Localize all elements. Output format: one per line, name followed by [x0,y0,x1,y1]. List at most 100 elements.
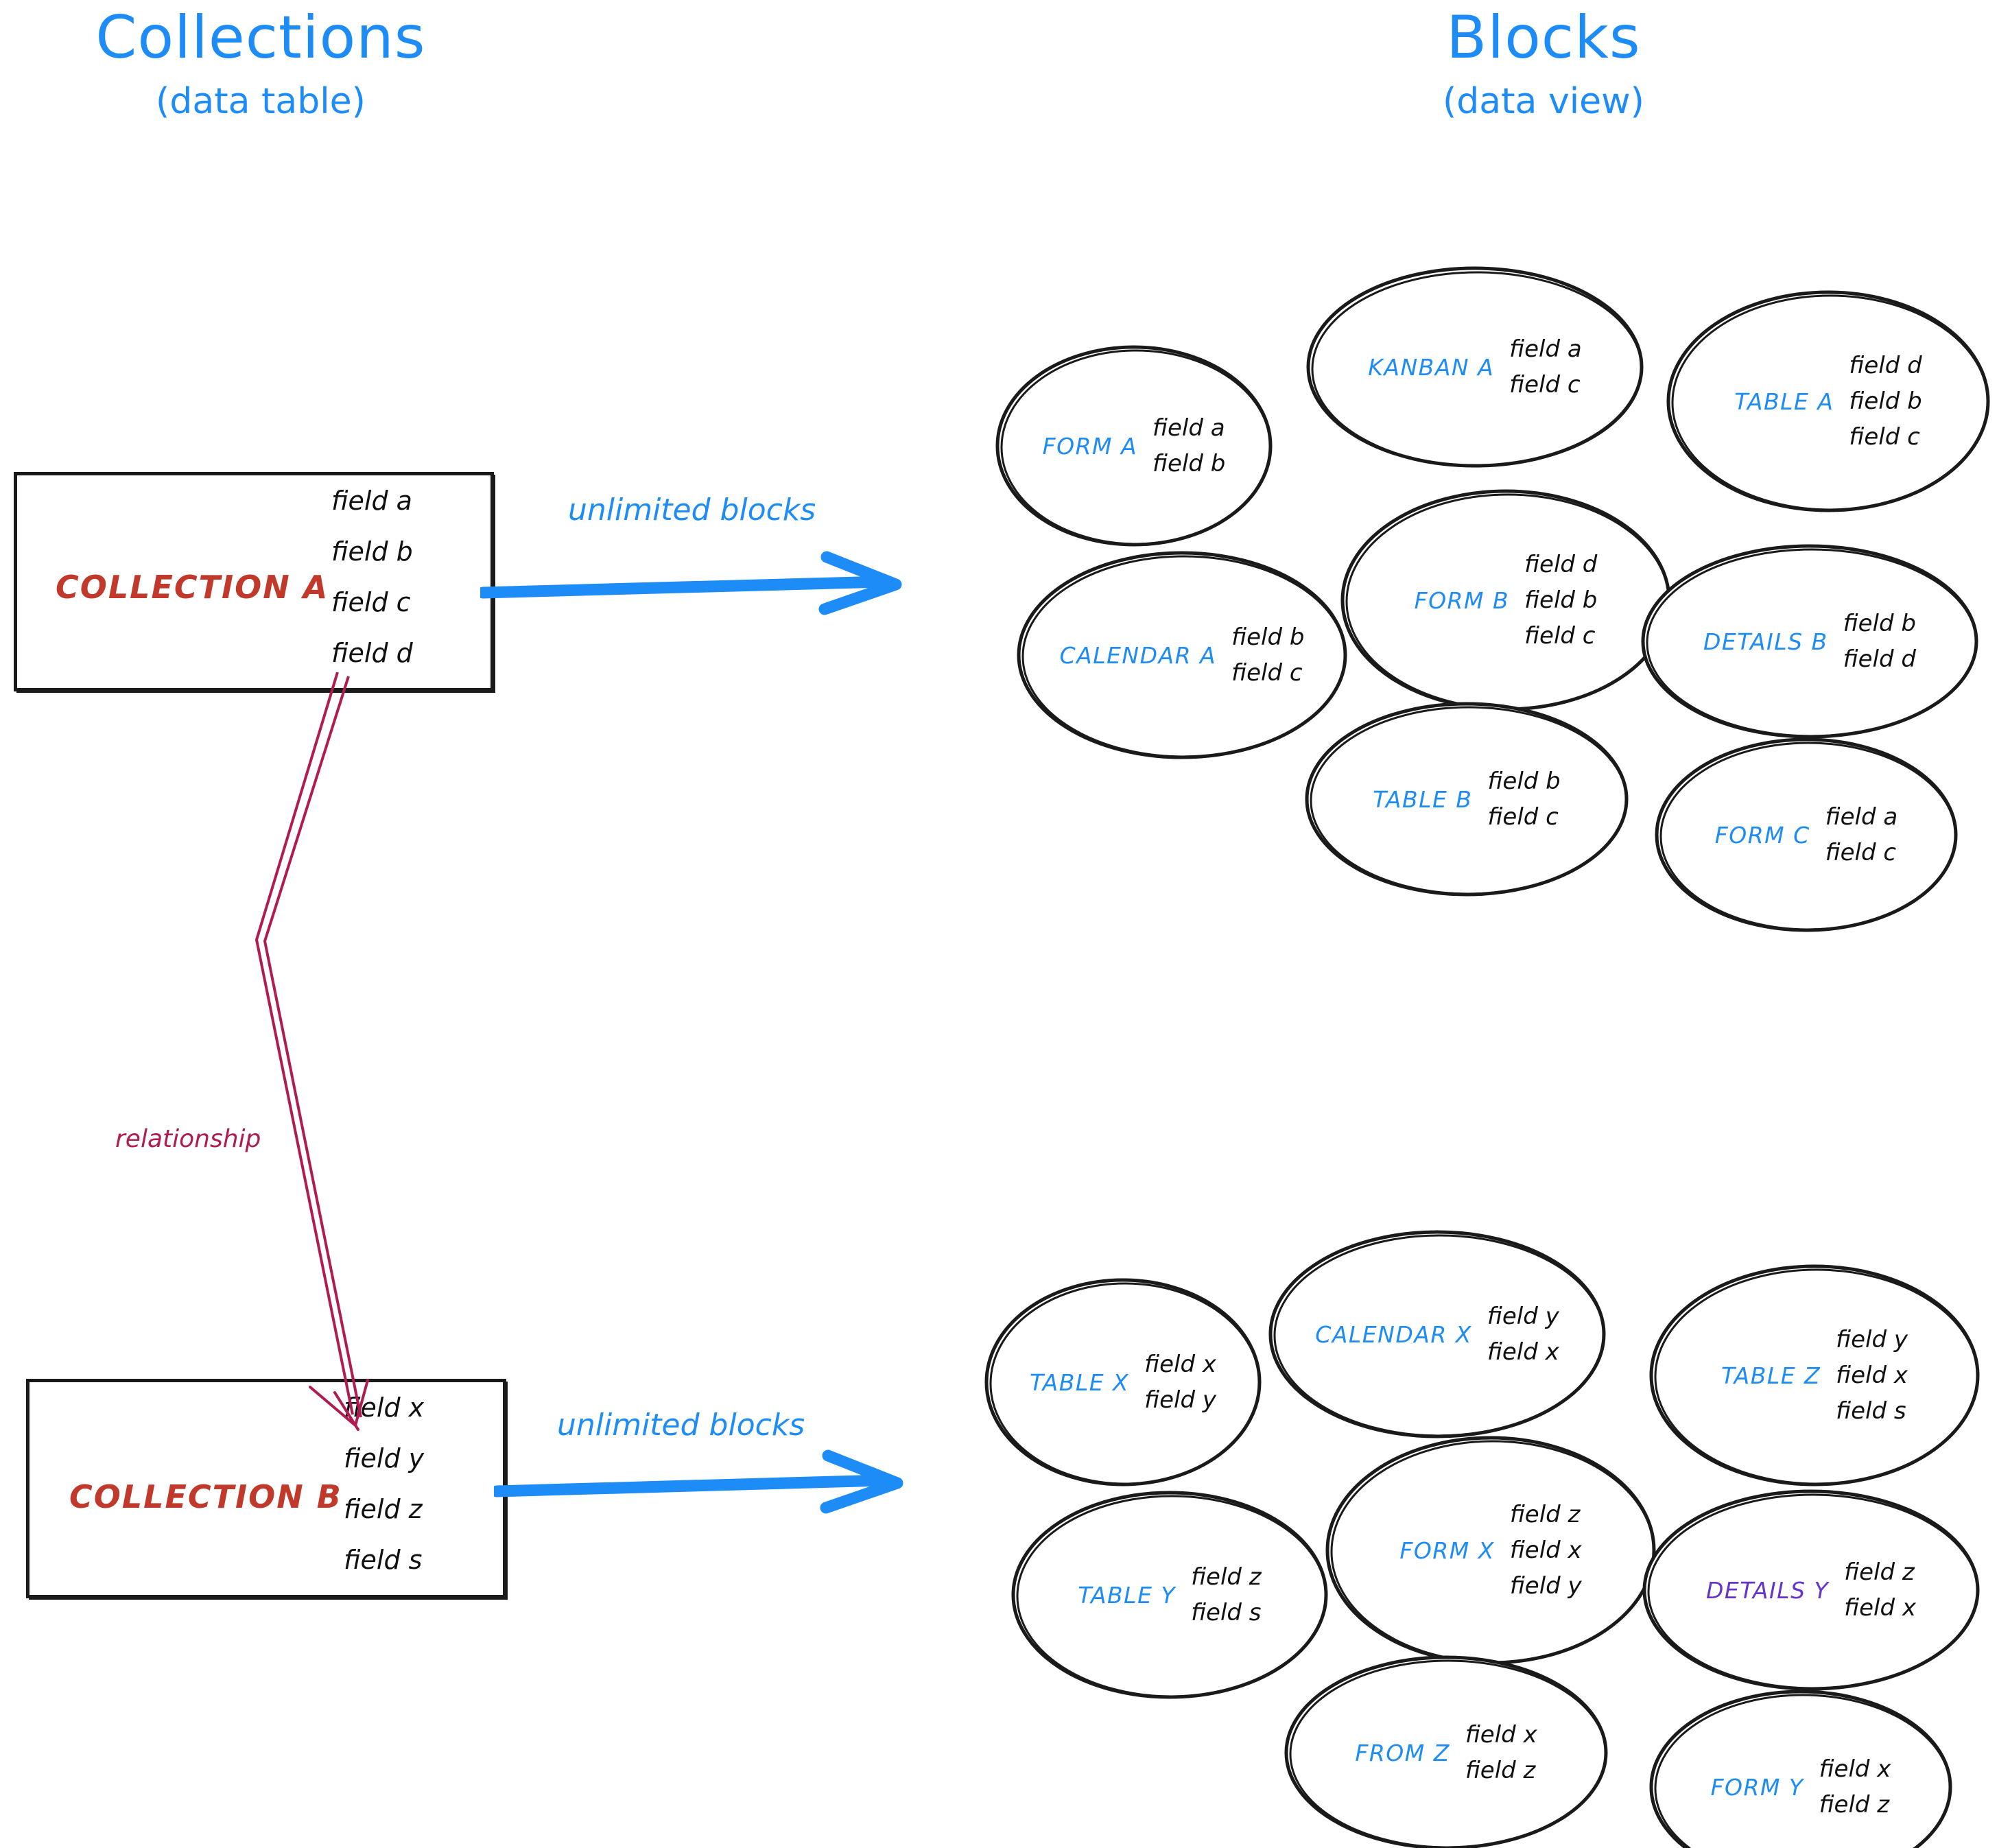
block-field: field c [1231,659,1303,687]
block-label: TABLE A [1734,388,1834,415]
collection-b-fields: field x field y field z field s [344,1395,488,1598]
collection-a-name: COLLECTION A [56,569,329,606]
ellipse-outline [1649,1690,1952,1848]
block-field: field a [1825,803,1898,831]
ellipse-outline [1268,1230,1606,1438]
block-form-a[interactable]: FORM A field a field b [993,343,1275,549]
ellipse-outline [1655,737,1958,932]
ellipse-outline [995,345,1273,547]
block-field: field b [1231,624,1305,651]
block-field: field d [1843,645,1916,673]
block-kanban-a[interactable]: KANBAN A field a field c [1303,264,1646,470]
ellipse-outline [1284,1655,1608,1848]
block-field: field s [1836,1397,1906,1425]
block-field: field c [1487,803,1559,831]
collection-box-b[interactable]: COLLECTION B field x field y field z fie… [26,1379,506,1598]
collection-b-field: field s [344,1545,423,1575]
block-field-list: field x field z [1819,1757,1891,1816]
block-label: TABLE Z [1721,1362,1821,1389]
block-form-y[interactable]: FORM Y field x field z [1646,1687,1955,1848]
block-label: DETAILS B [1703,628,1828,655]
block-field: field a [1152,414,1225,442]
heading-collections: Collections (data table) [41,4,480,123]
collection-a-field: field b [331,536,413,567]
block-details-b[interactable]: DETAILS B field b field d [1638,542,1981,741]
block-label: FORM X [1399,1537,1495,1564]
block-field-list: field d field b field c [1849,354,1922,449]
ellipse-outline [1649,1264,1980,1486]
block-from-z[interactable]: FROM Z field x field z [1281,1653,1611,1848]
block-table-a[interactable]: TABLE A field d field b field c [1664,288,1993,514]
block-field: field z [1509,1501,1581,1528]
collection-a-field: field d [331,638,413,668]
block-form-c[interactable]: FORM C field a field c [1652,735,1961,934]
block-table-b[interactable]: TABLE B field b field c [1302,700,1631,899]
collection-box-a[interactable]: COLLECTION A field a field b field c fie… [14,472,494,691]
block-field: field c [1825,839,1897,866]
block-field: field y [1836,1326,1908,1353]
block-field: field b [1487,768,1561,795]
block-label: FORM B [1414,587,1510,614]
ellipse-outline [1305,702,1629,897]
block-field-list: field a field c [1825,805,1898,864]
block-label: CALENDAR X [1315,1320,1472,1348]
unlimited-blocks-label-top: unlimited blocks [568,493,816,528]
block-field: field b [1849,388,1922,415]
block-label: FORM A [1042,432,1138,460]
block-table-x[interactable]: TABLE X field x field y [982,1276,1264,1489]
ellipse-outline [1306,266,1644,468]
ellipse-outline [984,1278,1262,1486]
ellipse-outline [1017,551,1347,759]
block-field: field c [1509,371,1581,399]
block-label: FORM C [1714,821,1810,849]
block-field: field y [1509,1572,1582,1600]
collection-a-fields: field a field b field c field d [331,488,475,691]
block-field: field a [1509,335,1582,363]
block-field: field d [1524,551,1598,578]
block-field-list: field a field c [1509,337,1582,396]
block-calendar-x[interactable]: CALENDAR X field y field x [1266,1228,1609,1441]
block-field: field z [1844,1559,1915,1586]
block-field: field x [1819,1755,1891,1783]
block-field: field y [1487,1303,1559,1330]
block-form-b[interactable]: FORM B field d field b field c [1338,487,1674,713]
block-label: FORM Y [1710,1773,1804,1801]
block-field-list: field x field z [1465,1723,1537,1782]
unlimited-blocks-arrow-top [480,551,902,615]
block-field: field b [1843,610,1916,637]
collection-b-field: field z [344,1494,423,1524]
collection-b-field: field y [344,1443,425,1473]
block-form-x[interactable]: FORM X field z field x field y [1323,1434,1659,1667]
block-field: field z [1819,1791,1890,1819]
block-calendar-a[interactable]: CALENDAR A field b field c [1014,549,1350,761]
block-label: TABLE X [1029,1369,1130,1396]
block-field: field b [1524,587,1598,614]
block-field: field c [1849,423,1920,451]
block-field-list: field x field y [1144,1353,1216,1412]
block-label: FROM Z [1355,1739,1450,1766]
block-label: CALENDAR A [1059,641,1217,669]
block-field-list: field b field d [1843,612,1916,671]
block-field-list: field y field x [1487,1305,1559,1364]
block-field-list: field z field s [1191,1565,1262,1624]
block-table-y[interactable]: TABLE Y field z field s [1008,1489,1331,1701]
block-field-list: field y field x field s [1836,1328,1908,1423]
block-table-z[interactable]: TABLE Z field y field x field s [1646,1262,1983,1489]
block-details-y[interactable]: DETAILS Y field z field x [1640,1487,1983,1693]
relationship-connector [255,672,369,1431]
unlimited-blocks-label-bottom: unlimited blocks [557,1408,805,1443]
block-field-list: field a field b [1152,416,1225,475]
block-field-list: field b field c [1231,626,1304,685]
block-field: field c [1524,622,1596,650]
block-field: field z [1191,1563,1262,1591]
ellipse-outline [1666,290,1990,512]
ellipse-outline [1011,1491,1328,1699]
relationship-label: relationship [115,1125,261,1153]
ellipse-outline [1642,1489,1980,1691]
block-field: field d [1849,352,1922,379]
collection-a-field: field c [331,587,411,617]
heading-blocks-title: Blocks [1446,3,1641,72]
block-field: field b [1152,450,1226,477]
ellipse-outline [1641,544,1978,739]
